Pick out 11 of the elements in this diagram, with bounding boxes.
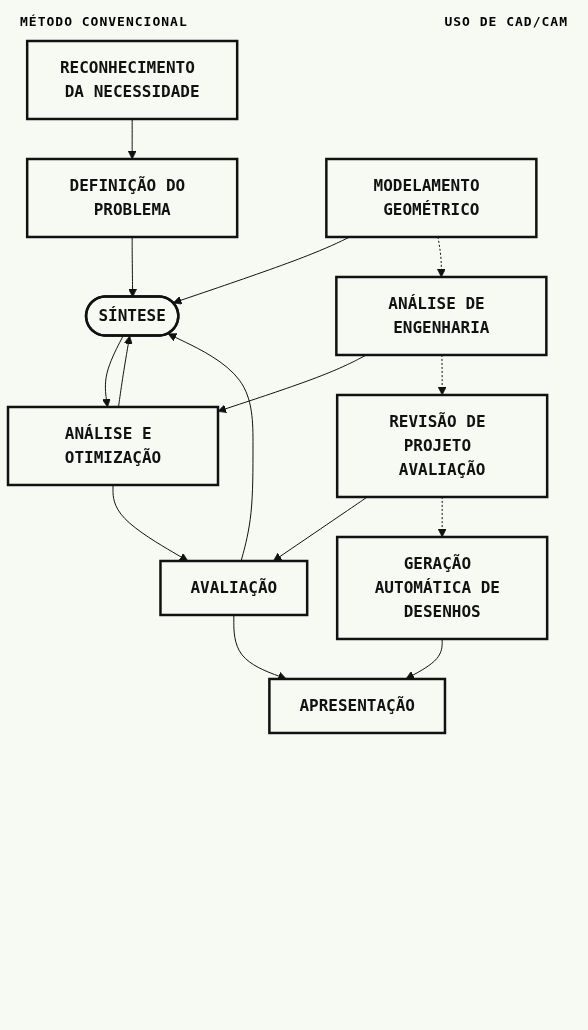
column-heading: MÉTODO CONVENCIONAL [20,14,188,29]
node-box: ANÁLISE E OTIMIZAÇÃO [6,405,220,487]
node-box: MODELAMENTO GEOMÉTRICO [325,157,538,239]
node-box: REVISÃO DE PROJETO AVALIAÇÃO [335,393,549,499]
node-box: GERAÇÃO AUTOMÁTICA DE DESENHOS [335,535,549,641]
node-box: ANÁLISE DE ENGENHARIA [335,275,548,357]
node-box: AVALIAÇÃO [159,559,309,617]
node-box: DEFINIÇÃO DO PROBLEMA [25,157,239,239]
column-heading: USO DE CAD/CAM [444,14,568,29]
node-box: RECONHECIMENTO DA NECESSIDADE [25,39,239,121]
node-box: APRESENTAÇÃO [268,677,447,735]
